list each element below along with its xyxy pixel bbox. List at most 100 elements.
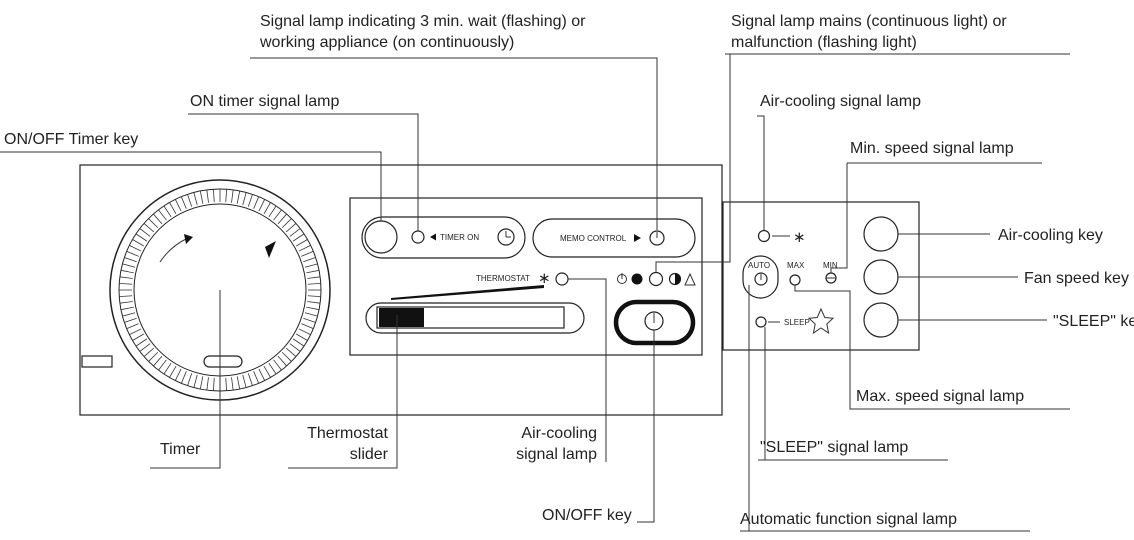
dial-tick xyxy=(199,376,204,390)
dial-tick xyxy=(122,263,136,268)
dial-tick xyxy=(307,282,321,285)
dial-tick xyxy=(289,228,301,237)
dial-tick xyxy=(132,239,144,247)
dial-tick xyxy=(268,362,277,375)
callout-aircool-lamp-top: Air-cooling signal lamp xyxy=(760,93,921,110)
thermostat-label: THERMOSTAT xyxy=(476,274,530,283)
dial-tick xyxy=(225,189,228,203)
callout-onoff-key: ON/OFF key xyxy=(542,507,632,524)
dial-tick xyxy=(119,282,133,285)
dial-tick xyxy=(163,362,172,375)
dial-tick xyxy=(193,192,198,206)
dial-tick xyxy=(212,189,215,203)
dial-tick xyxy=(193,374,198,388)
dial-tick xyxy=(132,333,144,341)
dial-tick xyxy=(212,377,215,391)
dial-tick xyxy=(206,377,209,391)
memo-control-pill xyxy=(532,218,696,258)
dial-tick xyxy=(187,373,193,386)
dial-tick xyxy=(253,196,260,209)
max-speed-lamp xyxy=(789,274,801,286)
dial-tick xyxy=(292,338,305,347)
dial-tick xyxy=(258,199,266,212)
dial-tick xyxy=(304,263,318,268)
callout-3min-line1: Signal lamp indicating 3 min. wait (flas… xyxy=(260,13,586,30)
dial-tick xyxy=(158,209,167,221)
leader-lines xyxy=(0,53,1070,532)
dial-tick xyxy=(268,205,277,218)
dial-tick xyxy=(119,295,133,298)
timer-on-lamp xyxy=(411,230,425,244)
min-speed-lamp xyxy=(825,272,837,284)
dial-tick xyxy=(124,317,137,323)
dial-tick xyxy=(163,205,172,218)
dial-tick xyxy=(303,317,316,323)
min-label: MIN xyxy=(823,261,838,270)
sleep-label: SLEEP xyxy=(784,318,810,327)
auto-label: AUTO xyxy=(748,261,770,270)
auto-lamp xyxy=(754,272,768,286)
dial-tick xyxy=(180,196,187,209)
dial-tick xyxy=(273,209,282,221)
dial-tick xyxy=(253,371,260,384)
dial-tick xyxy=(242,192,247,206)
dial-tick xyxy=(143,347,155,357)
callout-3min-line2: working appliance (on continuously) xyxy=(259,34,514,51)
mains-lamp xyxy=(648,271,664,287)
dial-tick xyxy=(285,347,297,357)
dial-tick xyxy=(231,189,234,203)
dial-tick xyxy=(135,233,148,242)
fan-speed-key[interactable] xyxy=(863,259,899,295)
dial-tick xyxy=(307,295,321,298)
dial-tick xyxy=(301,250,314,257)
timer-knob[interactable] xyxy=(203,355,243,368)
callout-timer: Timer xyxy=(160,441,201,458)
aircool-key[interactable] xyxy=(863,216,899,252)
dial-tick xyxy=(231,377,234,391)
timer-dial-ticks xyxy=(119,189,321,391)
sleep-key[interactable] xyxy=(863,302,899,338)
slider-wedge xyxy=(391,285,544,300)
dial-tick xyxy=(122,312,136,317)
mains-symbols xyxy=(617,271,696,287)
dial-tick xyxy=(180,371,187,384)
dial-tick xyxy=(174,368,182,381)
callout-aircool-lamp-bottom-line2: signal lamp xyxy=(516,446,597,463)
dial-tick xyxy=(169,202,177,214)
timer-pointer xyxy=(265,241,276,258)
dial-tick xyxy=(306,269,320,274)
onoff-timer-button[interactable] xyxy=(364,220,398,254)
callout-on-timer-lamp: ON timer signal lamp xyxy=(190,93,339,110)
thermostat-aircool-lamp xyxy=(555,272,569,286)
callout-aircool-lamp-bottom-line1: Air-cooling xyxy=(521,425,597,442)
dial-tick xyxy=(139,228,151,237)
aircool-lamp xyxy=(757,229,771,243)
callout-onoff-timer-key: ON/OFF Timer key xyxy=(4,131,138,148)
memo-control-label: MEMO CONTROL xyxy=(560,234,627,243)
dial-tick xyxy=(298,244,311,252)
panel-tab xyxy=(81,355,113,368)
dial-tick xyxy=(285,223,297,233)
dial-tick xyxy=(120,306,134,311)
memo-control-lamp xyxy=(649,230,665,246)
dial-tick xyxy=(247,194,253,207)
dial-tick xyxy=(129,244,142,252)
timer-on-pill xyxy=(361,216,526,259)
dial-tick xyxy=(281,218,292,229)
dial-tick xyxy=(120,269,134,274)
star-icon xyxy=(807,307,835,335)
triangle-right-icon xyxy=(634,234,641,242)
dial-tick xyxy=(273,359,282,371)
dial-tick xyxy=(139,343,151,352)
snowflake-icon: ∗ xyxy=(793,229,806,246)
dial-tick xyxy=(289,343,301,352)
dial-tick xyxy=(187,194,193,207)
triangle-left-icon xyxy=(430,233,436,241)
dial-tick xyxy=(119,301,133,304)
thermostat-slider-knob[interactable] xyxy=(379,308,424,327)
dial-tick xyxy=(292,233,305,242)
dial-tick xyxy=(247,373,253,386)
callout-mains-line1: Signal lamp mains (continuous light) or xyxy=(731,13,1007,30)
dial-tick xyxy=(129,328,142,336)
dial-tick xyxy=(296,333,308,341)
